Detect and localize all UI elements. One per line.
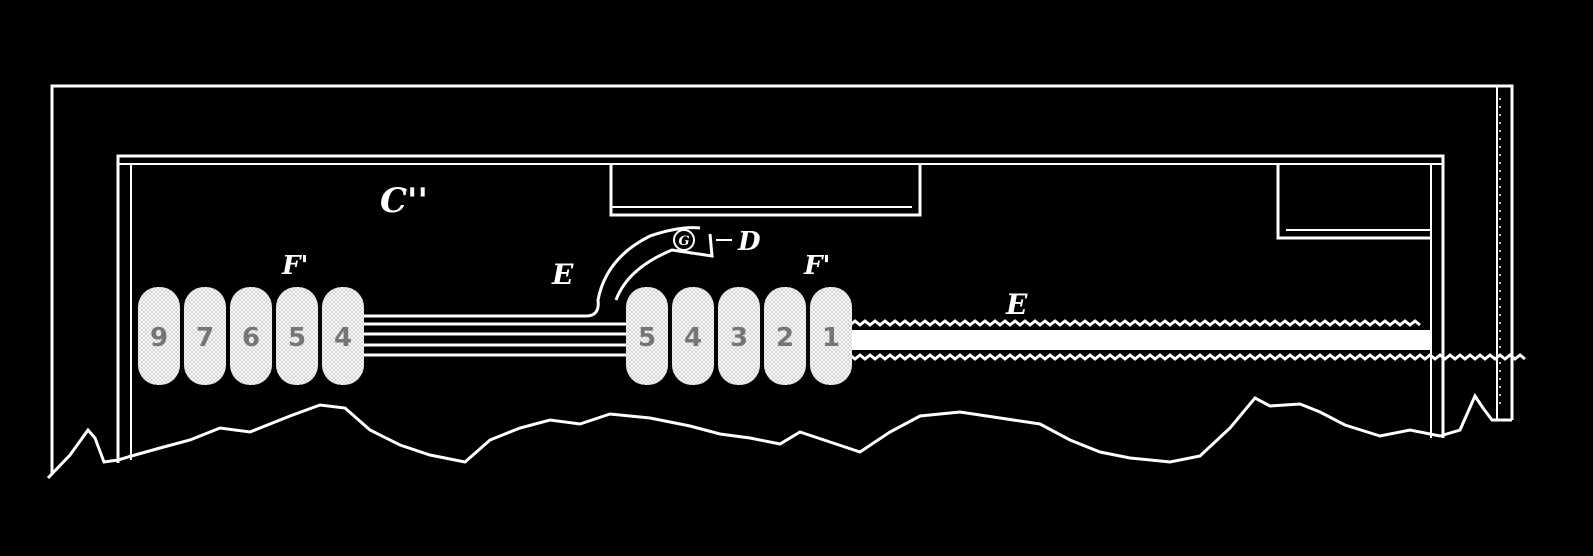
right-wheel-stack: 5 4 3 2 1 — [626, 287, 852, 385]
wheel: 4 — [672, 287, 714, 385]
left-wheel-stack: 9 7 6 5 4 — [138, 287, 364, 385]
label-d: D — [737, 227, 761, 257]
wheel-digit: 7 — [196, 323, 214, 353]
wheel: 3 — [718, 287, 760, 385]
wheel: 6 — [230, 287, 272, 385]
wheel-digit: 2 — [776, 323, 794, 353]
label-e-upper: E — [1005, 288, 1028, 321]
wheel-digit: 6 — [242, 323, 260, 353]
wheel: 4 — [322, 287, 364, 385]
axle-assembly — [360, 226, 1526, 361]
threaded-screw-rod — [849, 319, 1421, 327]
wheel-digit: 3 — [730, 323, 748, 353]
wheel-digit: 5 — [638, 323, 656, 353]
wheel-digit: 4 — [684, 323, 702, 353]
wheel: 2 — [764, 287, 806, 385]
label-g: G — [678, 234, 689, 249]
label-c: C'' — [380, 181, 428, 221]
wheel-digit: 9 — [150, 323, 168, 353]
label-e-lower: E — [551, 258, 574, 291]
pivot-g: G — [673, 229, 732, 251]
inner-frame — [116, 154, 1445, 463]
outer-frame — [50, 84, 1514, 474]
wheel-digit: 5 — [288, 323, 306, 353]
top-center-block — [609, 164, 922, 217]
wheel: 7 — [184, 287, 226, 385]
wheel: 1 — [810, 287, 852, 385]
top-right-block — [1276, 164, 1431, 240]
wheel-digit: 1 — [822, 323, 840, 353]
wheel: 5 — [276, 287, 318, 385]
label-f-left: F' — [281, 251, 308, 281]
torn-edge — [46, 392, 1512, 480]
arm-lever — [360, 226, 701, 318]
label-f-right: F' — [803, 251, 830, 281]
wheel: 9 — [138, 287, 180, 385]
wheel: 5 — [626, 287, 668, 385]
wheel-digit: 4 — [334, 323, 352, 353]
